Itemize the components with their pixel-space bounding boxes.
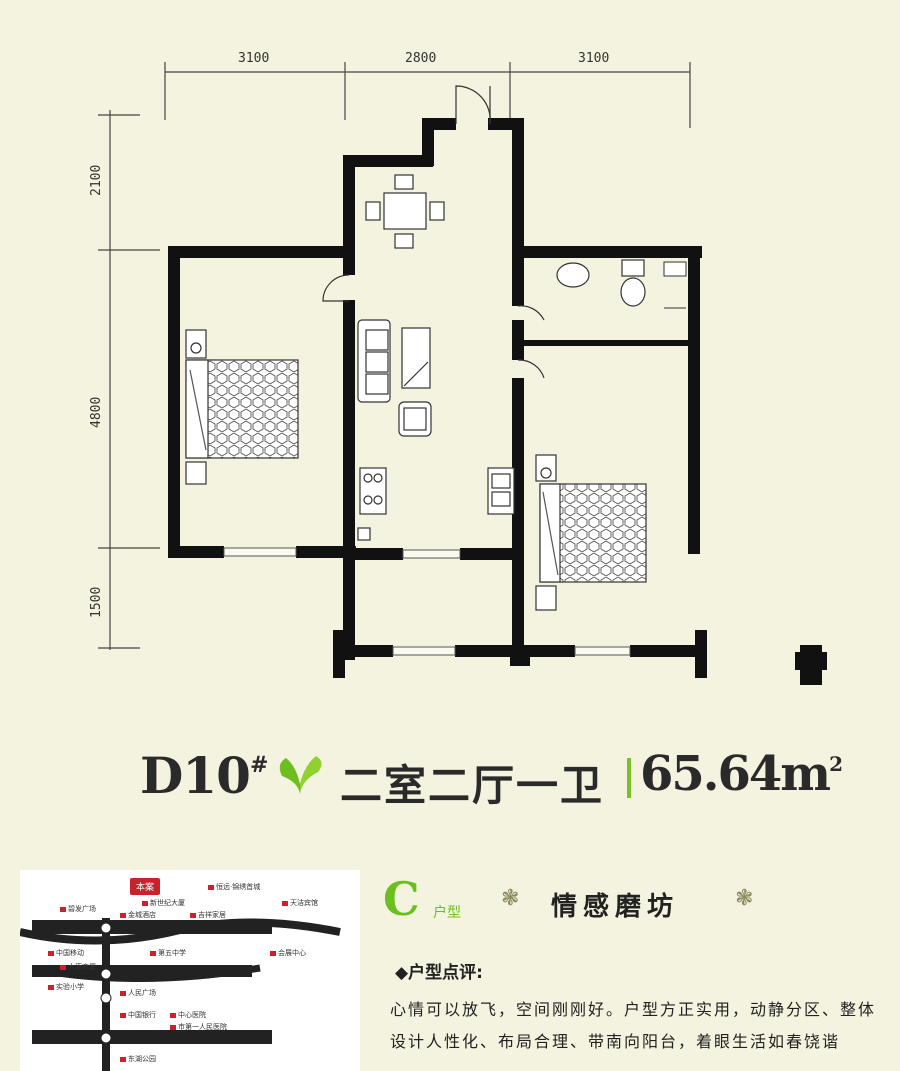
title-separator — [627, 758, 631, 798]
doors — [322, 85, 545, 379]
map-label: 天洁宾馆 — [282, 898, 318, 908]
map-label: 大唐商厦 — [60, 962, 96, 972]
map-label: 中国银行 — [120, 1010, 156, 1020]
shower-icon — [663, 261, 687, 309]
map-label: 中国移动 — [48, 948, 84, 958]
map-label: 实验小学 — [48, 982, 84, 992]
dining-set-icon — [365, 174, 445, 249]
toilet-icon — [620, 259, 646, 307]
left-dimension-lines — [98, 110, 160, 650]
map-roads — [20, 918, 341, 1071]
unit-type-header: C 户型 ❃ 情感磨坊 ❃ — [383, 872, 883, 932]
unit-code: D10# — [140, 746, 268, 805]
type-label: 户型 — [433, 905, 461, 921]
type-letter: C — [383, 872, 420, 926]
sink-icon — [487, 467, 515, 515]
map-label: 金城酒店 — [120, 910, 156, 920]
map-label: 恒远·锦绣首城 — [208, 882, 260, 892]
dim-left-2: 4800 — [89, 397, 104, 428]
washbasin-icon — [556, 262, 590, 288]
unit-title-row: D10# 二室二厅一卫 65.64m2 — [0, 738, 900, 810]
unit-area: 65.64m2 — [640, 746, 843, 802]
armchair-icon — [398, 401, 432, 437]
walls — [168, 118, 827, 685]
windows — [223, 547, 631, 656]
dim-left-3: 1500 — [89, 587, 104, 618]
map-label: 中心医院 — [170, 1010, 206, 1020]
map-label: 东湖公园 — [120, 1054, 156, 1064]
map-label: 人民广场 — [120, 988, 156, 998]
location-map: 本案 恒远·锦绣首城 碧发广场 新世纪大厦 金城酒店 吉祥家居 天洁宾馆 中国移… — [20, 870, 360, 1071]
map-label: 第五中学 — [150, 948, 186, 958]
ornament-left-icon: ❃ — [501, 886, 520, 911]
map-label: 碧发广场 — [60, 904, 96, 914]
leaf-icon — [279, 756, 322, 794]
sofa-icon — [357, 319, 391, 403]
map-label: 新世纪大厦 — [142, 898, 185, 908]
floor-plan: 3100 2800 3100 2100 4800 1500 — [89, 51, 827, 685]
dim-left-1: 2100 — [89, 165, 104, 196]
map-badge: 本案 — [130, 878, 161, 895]
dim-top-3: 3100 — [578, 51, 609, 66]
map-label: 市第一人民医院 — [170, 1022, 227, 1032]
dim-top-2: 2800 — [405, 51, 436, 66]
top-dimension-lines — [164, 62, 691, 128]
type-name: 情感磨坊 — [551, 892, 680, 922]
coffee-table-icon — [401, 327, 431, 389]
stove-icon — [357, 467, 387, 541]
room-layout: 二室二厅一卫 — [340, 761, 605, 810]
review-title: ◆户型点评: — [395, 963, 483, 983]
map-label: 会展中心 — [270, 948, 306, 958]
ornament-right-icon: ❃ — [735, 886, 754, 911]
dim-top-1: 3100 — [238, 51, 269, 66]
right-bed-icon — [535, 454, 647, 611]
map-label: 吉祥家居 — [190, 910, 226, 920]
left-bed-icon — [185, 329, 299, 485]
review-body: 心情可以放飞，空间刚刚好。户型方正实用，动静分区、整体设计人性化、布局合理、带南… — [390, 1000, 877, 1051]
